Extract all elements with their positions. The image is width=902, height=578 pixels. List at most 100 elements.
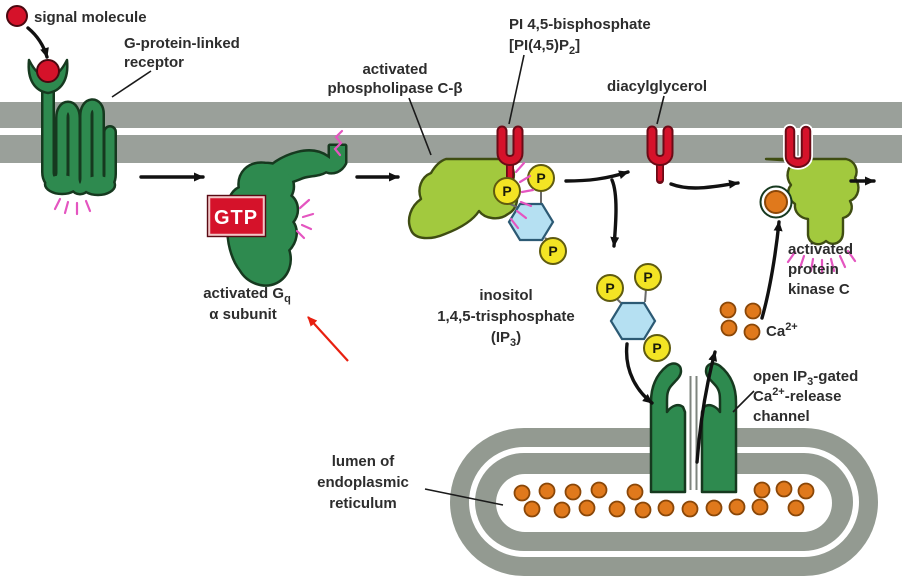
text-labels: signal molecule G-protein-linked recepto…: [34, 9, 858, 512]
label-plc-line2: phospholipase C-β: [328, 80, 463, 97]
label-pip2-post: ]: [575, 37, 580, 54]
dag-lipid-tails: [648, 127, 672, 164]
phosphate-group: [643, 334, 671, 362]
membrane-attachment-squiggle: [333, 129, 344, 157]
label-pkc-line2: protein: [788, 261, 839, 278]
calcium-ion: [753, 481, 771, 499]
label-channel-line3: channel: [753, 408, 810, 425]
label-ip3-line3: (IP3): [491, 329, 521, 349]
label-calcium-pre: Ca: [766, 323, 786, 340]
label-pip2-line2: [PI(4,5)P2]: [509, 37, 580, 57]
receptor-helices: [43, 83, 115, 193]
calcium-ion: [787, 499, 805, 517]
pkc-bound-calcium: [764, 190, 788, 214]
arrow-ip3-to-channel: [624, 342, 654, 405]
label-receptor-line1: G-protein-linked: [124, 35, 240, 52]
protein-kinase-c: [759, 124, 860, 246]
bond: [644, 288, 647, 303]
pkc-bound-diacylglycerol: [786, 127, 810, 166]
arrow-calcium-release: [695, 350, 718, 464]
label-gq-sub: q: [284, 293, 291, 305]
calcium-ion: [743, 323, 761, 341]
label-pip2-pre: [PI(4,5)P: [509, 37, 569, 54]
gtp-label: GTP: [214, 207, 258, 229]
calcium-ion: [681, 500, 699, 518]
phosphate-label: P: [536, 170, 545, 186]
phosphate-label: P: [652, 340, 661, 356]
calcium-ion: [751, 498, 769, 516]
phosphate-group: [596, 274, 624, 302]
pkc-body: [764, 157, 860, 246]
gq-alpha-subunit: GTP: [206, 143, 348, 287]
pathway-arrows: [26, 26, 876, 464]
calcium-ion: [775, 480, 793, 498]
phosphate-label: P: [502, 183, 511, 199]
label-gq-pre: activated G: [203, 285, 284, 302]
calcium-ion: [634, 501, 652, 519]
label-ip3-pre: (IP: [491, 329, 510, 346]
calcium-ion: [553, 501, 571, 519]
label-plc-line1: activated: [362, 61, 427, 78]
ip3-gated-calcium-channel: [649, 362, 738, 494]
annotation-arrow-red: [307, 316, 349, 362]
inositol-ring: [609, 301, 657, 341]
label-ip3-post: ): [516, 329, 521, 346]
channel-subunit-left: [649, 362, 687, 494]
rays-plc: [509, 161, 535, 230]
calcium-ions-released: [719, 301, 762, 341]
pointer-dag: [656, 95, 665, 125]
label-channel-line2: Ca2+-release: [753, 386, 841, 405]
arrow-pip2-to-dag: [564, 170, 630, 183]
label-channel-l2-pre: Ca: [753, 388, 773, 405]
calcium-ion: [744, 302, 762, 320]
calcium-ion: [590, 481, 608, 499]
membrane-outer-leaflet: [0, 102, 902, 128]
calcium-ion: [720, 319, 738, 337]
phosphate-group: [493, 177, 521, 205]
gtp-box-outline: [206, 194, 267, 238]
phosphate-label: P: [643, 269, 652, 285]
activation-rays: [53, 129, 857, 275]
label-receptor-line2: receptor: [124, 54, 184, 71]
arrow-signal-to-receptor: [26, 26, 49, 59]
label-gq-line2: α subunit: [209, 306, 277, 323]
calcium-ion: [705, 499, 723, 517]
arrow-pip2-to-ip3: [610, 178, 620, 248]
label-channel-l2-post: -release: [785, 388, 842, 405]
phosphate-group: [634, 263, 662, 291]
label-channel-l2-sup: 2+: [772, 386, 785, 398]
calcium-ion: [626, 483, 644, 501]
plasma-membrane: [0, 102, 902, 163]
label-ip3-line1: inositol: [479, 287, 532, 304]
bound-signal-molecule: [36, 59, 60, 83]
pip2-lipid-tails: [498, 127, 522, 164]
rays-receptor: [53, 197, 92, 216]
calcium-ion: [578, 499, 596, 517]
channel-subunit-right: [700, 362, 738, 494]
label-channel-l1-pre: open IP: [753, 368, 807, 385]
gtp-box: [207, 195, 266, 237]
label-channel-l1-sub: 3: [807, 376, 813, 388]
pip2-molecule: P P P: [493, 125, 567, 265]
label-pkc-line3: kinase C: [788, 281, 850, 298]
ip3-molecule: P P P: [596, 263, 671, 362]
label-ip3-sub: 3: [510, 337, 516, 349]
calcium-ion: [608, 500, 626, 518]
diacylglycerol-molecule: [646, 125, 674, 184]
pointer-lumen: [424, 488, 504, 506]
label-ip3-line2: 1,4,5-trisphosphate: [437, 308, 575, 325]
calcium-ion: [564, 483, 582, 501]
calcium-ion: [538, 482, 556, 500]
rays-pkc: [786, 249, 857, 275]
calcium-ion: [719, 301, 737, 319]
label-calcium-sup: 2+: [785, 321, 798, 333]
label-gq-line1: activated Gq: [203, 285, 291, 305]
calcium-ion: [513, 484, 531, 502]
pointer-lines: [111, 54, 755, 506]
arrow-dag-to-pkc: [669, 179, 740, 190]
label-pip2-sub: 2: [569, 45, 575, 57]
pointer-channel: [732, 390, 755, 413]
phosphate-group: [539, 237, 567, 265]
